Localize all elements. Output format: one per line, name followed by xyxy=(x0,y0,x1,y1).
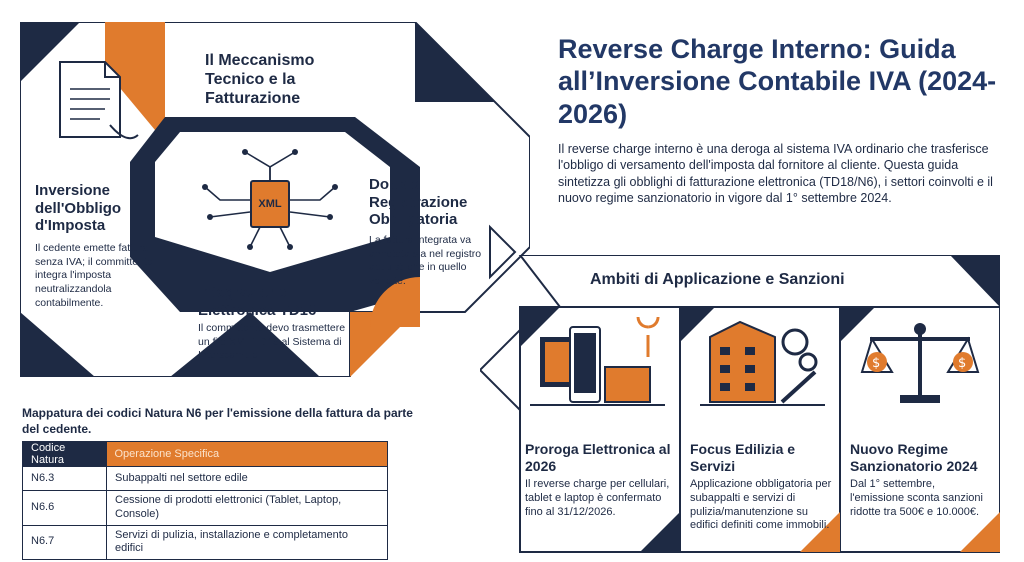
page-title: Reverse Charge Interno: Guida all’Invers… xyxy=(558,34,997,129)
xml-chip-icon: XML xyxy=(250,180,290,228)
doppia-body: La fattura integrata va annotata sia nel… xyxy=(369,234,482,287)
card-body-sanzioni: Dal 1° settembre, l'emissione sconta san… xyxy=(850,478,983,518)
mechanism-diagram: XML Il Meccanismo Tecnico e la Fatturazi… xyxy=(20,22,530,377)
ambiti-title: Ambiti di Applicazione e Sanzioni xyxy=(590,271,845,288)
cell-operazione: Cessione di prodotti elettronici (Tablet… xyxy=(106,490,388,526)
table-caption: Mappatura dei codici Natura N6 per l'emi… xyxy=(22,406,413,436)
integrazione-body: Il committente devo trasmettere un file … xyxy=(198,322,346,362)
doppia-title: Doppia Registrazione Obbligatoria xyxy=(369,176,468,229)
column-header-operazione: Operazione Specifica xyxy=(106,441,388,467)
table-header-row: Codice Natura Operazione Specifica xyxy=(22,441,388,467)
integrazione-title: Integrazione Elettronica TD16 xyxy=(198,284,317,319)
cell-codice: N6.7 xyxy=(22,524,107,560)
intro-paragraph: Il reverse charge interno è una deroga a… xyxy=(558,142,993,205)
card-title-sanzioni: Nuovo Regime Sanzionatorio 2024 xyxy=(850,441,978,474)
diagram-title: Il Meccanismo Tecnico e la Fatturazione xyxy=(205,52,315,107)
cell-operazione: Servizi di pulizia, installazione e comp… xyxy=(106,524,388,560)
xml-chip-label: XML xyxy=(258,198,282,210)
ambiti-panel: Ambiti di Applicazione e Sanzioni $ $ Pr… xyxy=(480,255,1000,555)
cell-operazione: Subappalti nel settore edile xyxy=(106,466,388,491)
table-row: N6.3 Subappalti nel settore edile xyxy=(22,466,388,491)
card-title-elettronica: Proroga Elettronica al 2026 xyxy=(525,441,671,474)
table-row: N6.7 Servizi di pulizia, installazione e… xyxy=(22,524,388,560)
building-tools-icon xyxy=(700,320,825,406)
card-body-elettronica: Il reverse charge per cellulari, tablet … xyxy=(525,478,670,518)
electronics-icon xyxy=(530,317,665,406)
card-title-edilizia: Focus Edilizia e Servizi xyxy=(690,441,796,474)
document-icon xyxy=(59,61,139,140)
column-header-codice: Codice Natura xyxy=(22,441,107,467)
cell-codice: N6.6 xyxy=(22,490,107,526)
svg-text:$: $ xyxy=(958,356,966,371)
scales-icon: $ $ xyxy=(860,323,980,403)
inversione-title: Inversione dell'Obbligo d'Imposta xyxy=(35,182,122,235)
cell-codice: N6.3 xyxy=(22,466,107,491)
table-row: N6.6 Cessione di prodotti elettronici (T… xyxy=(22,490,388,526)
svg-text:$: $ xyxy=(872,356,880,371)
natura-table: Codice Natura Operazione Specifica N6.3 … xyxy=(22,441,388,560)
card-body-edilizia: Applicazione obbligatoria per subappalti… xyxy=(690,478,832,532)
inversione-body: Il cedente emette fattura senza IVA; il … xyxy=(35,242,153,309)
